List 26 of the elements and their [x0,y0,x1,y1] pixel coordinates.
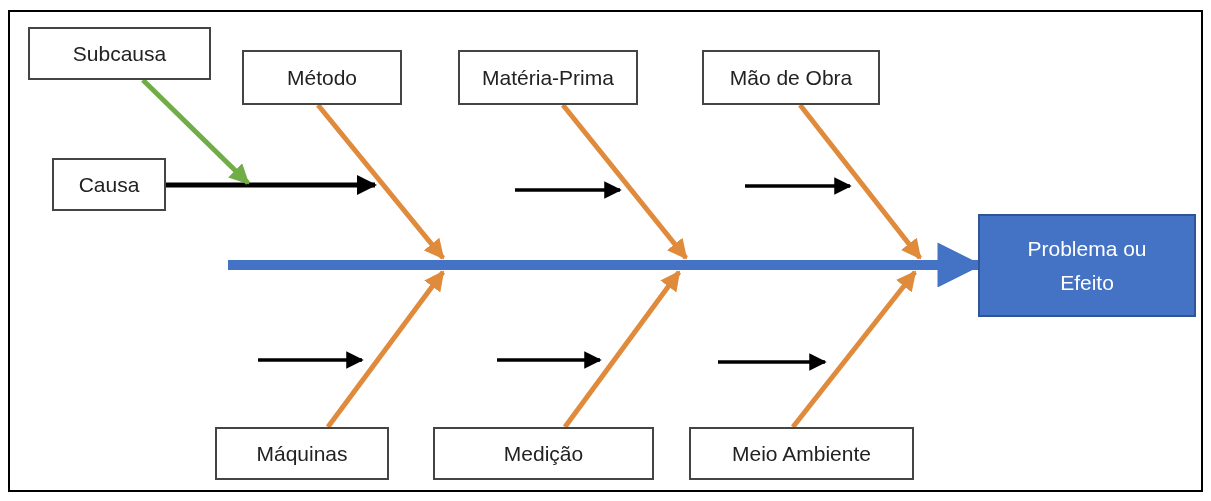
node-label: Causa [78,171,140,198]
arrow [561,103,688,260]
node-label: Meio Ambiente [732,440,871,467]
node-label: Método [286,64,357,91]
node-label: Matéria-Prima [482,64,614,91]
arrow [141,78,250,185]
node-label: Medição [503,440,584,467]
cause-box [215,427,389,480]
cause-box [28,27,211,80]
node-label: Máquinas [256,440,348,467]
cause-box [702,50,880,105]
node-label: Subcausa [72,40,167,67]
arrow [798,103,922,260]
arrow [316,103,445,260]
arrow [166,175,377,195]
cause-box [458,50,638,105]
node-label: Problema ou Efeito [1026,235,1148,296]
cause-box [52,158,166,211]
arrow [791,270,917,429]
cause-box [433,427,654,480]
effect-box [978,214,1196,317]
cause-box [689,427,914,480]
arrow [562,270,681,429]
arrow [325,270,445,429]
node-label: Mão de Obra [729,64,853,91]
cause-box [242,50,402,105]
